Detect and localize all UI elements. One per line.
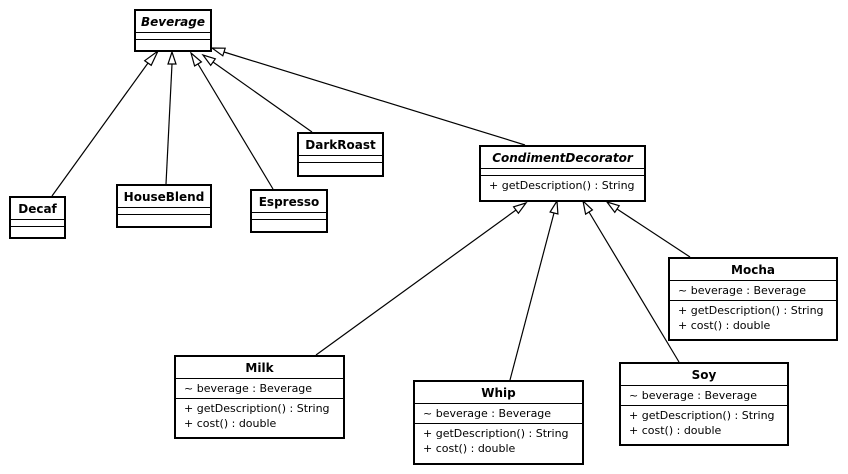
attributes-compartment	[11, 220, 64, 227]
attribute: ~ beverage : Beverage	[423, 407, 552, 420]
arrowhead-espresso	[189, 51, 203, 67]
class-milk: Milk ~ beverage : Beverage + getDescript…	[174, 355, 345, 439]
class-decaf: Decaf	[9, 196, 66, 239]
arrowhead-houseblend	[167, 50, 177, 65]
operations-compartment: + getDescription() : String + cost() : d…	[415, 424, 582, 458]
class-espresso: Espresso	[250, 189, 328, 233]
arrowhead-whip	[549, 199, 559, 215]
edge-darkroast-beverage	[212, 61, 313, 133]
attribute: ~ beverage : Beverage	[184, 382, 313, 395]
arrowhead-milk	[512, 201, 528, 215]
operations-compartment	[299, 163, 382, 169]
attributes-compartment	[118, 208, 210, 215]
attributes-compartment	[136, 33, 210, 40]
class-name: Beverage	[136, 11, 210, 33]
operations-compartment: + getDescription() : String + cost() : d…	[670, 301, 836, 335]
class-houseblend: HouseBlend	[116, 184, 212, 228]
edge-soy-condiment	[588, 211, 680, 363]
edge-houseblend-beverage	[165, 63, 173, 185]
operations-compartment	[136, 40, 210, 46]
operations-compartment	[118, 215, 210, 221]
operations-compartment: + getDescription() : String + cost() : d…	[621, 406, 787, 440]
attribute: ~ beverage : Beverage	[678, 284, 807, 297]
class-name: Mocha	[670, 259, 836, 281]
class-beverage: Beverage	[134, 9, 212, 52]
class-name: Decaf	[11, 198, 64, 220]
class-name: Soy	[621, 364, 787, 386]
arrowhead-decaf	[143, 50, 159, 67]
attributes-compartment	[252, 213, 326, 220]
attributes-compartment: ~ beverage : Beverage	[621, 386, 787, 406]
class-name: CondimentDecorator	[481, 147, 644, 169]
class-condiment-decorator: CondimentDecorator + getDescription() : …	[479, 145, 646, 202]
class-whip: Whip ~ beverage : Beverage + getDescript…	[413, 380, 584, 465]
arrowhead-darkroast	[201, 53, 217, 67]
operations-compartment: + getDescription() : String	[481, 176, 644, 195]
arrowhead-mocha	[605, 200, 621, 214]
operation: + getDescription() : String	[629, 409, 775, 422]
arrowhead-condiment	[210, 47, 227, 57]
attribute: ~ beverage : Beverage	[629, 389, 758, 402]
operations-compartment	[11, 227, 64, 233]
edge-milk-condiment	[315, 209, 517, 356]
class-name: Espresso	[252, 191, 326, 213]
class-name: HouseBlend	[118, 186, 210, 208]
class-darkroast: DarkRoast	[297, 132, 384, 177]
operation: + getDescription() : String	[678, 304, 824, 317]
edge-whip-condiment	[509, 212, 555, 381]
attributes-compartment	[481, 169, 644, 176]
operation: + getDescription() : String	[489, 179, 635, 192]
attributes-compartment: ~ beverage : Beverage	[176, 379, 343, 399]
class-mocha: Mocha ~ beverage : Beverage + getDescrip…	[668, 257, 838, 341]
operations-compartment: + getDescription() : String + cost() : d…	[176, 399, 343, 433]
edge-condiment-beverage	[223, 51, 526, 146]
arrowhead-soy	[582, 199, 594, 216]
operation: + cost() : double	[423, 442, 516, 455]
operation: + cost() : double	[184, 417, 277, 430]
class-soy: Soy ~ beverage : Beverage + getDescripti…	[619, 362, 789, 446]
edge-mocha-condiment	[616, 208, 691, 258]
edge-decaf-beverage	[51, 62, 149, 197]
attributes-compartment: ~ beverage : Beverage	[670, 281, 836, 301]
operation: + cost() : double	[629, 424, 722, 437]
operations-compartment	[252, 220, 326, 226]
edge-espresso-beverage	[197, 63, 274, 190]
attributes-compartment	[299, 156, 382, 163]
operation: + getDescription() : String	[423, 427, 569, 440]
attributes-compartment: ~ beverage : Beverage	[415, 404, 582, 424]
operation: + cost() : double	[678, 319, 771, 332]
class-name: Milk	[176, 357, 343, 379]
operation: + getDescription() : String	[184, 402, 330, 415]
class-name: Whip	[415, 382, 582, 404]
class-name: DarkRoast	[299, 134, 382, 156]
